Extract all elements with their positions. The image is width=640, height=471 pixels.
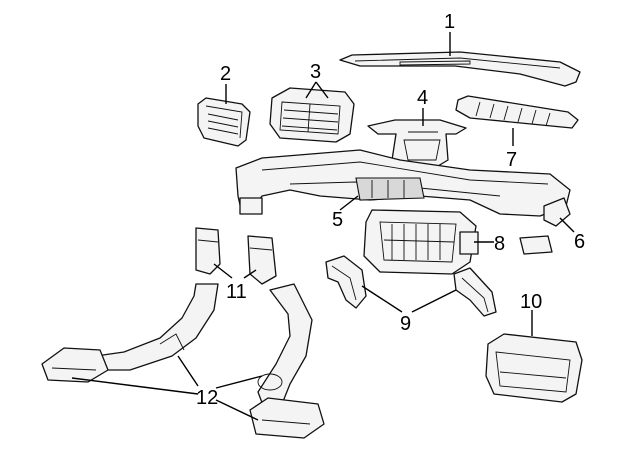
part-11-connectors — [195, 227, 277, 285]
part-10-floor-duct — [485, 333, 583, 403]
part-8-hvac-housing — [363, 209, 479, 275]
callout-4: 4 — [417, 87, 428, 109]
callout-10: 10 — [520, 291, 542, 313]
callout-9: 9 — [400, 313, 411, 335]
part-7-vent-grille — [455, 95, 579, 129]
callout-12: 12 — [196, 387, 218, 409]
part-2-side-vent — [197, 97, 251, 147]
callout-8: 8 — [494, 233, 505, 255]
callout-7: 7 — [506, 149, 517, 171]
part-12-floor-ducts — [41, 283, 325, 439]
main-duct-assembly — [235, 149, 571, 255]
part-9-duct-elbows — [325, 255, 497, 317]
callout-labels: 1 2 3 4 5 6 7 8 9 10 11 12 — [196, 11, 585, 409]
part-4-center-duct — [367, 119, 467, 167]
part-1-defroster-panel — [339, 51, 581, 87]
callout-6: 6 — [574, 231, 585, 253]
callout-11: 11 — [226, 281, 247, 303]
part-3-center-vent — [269, 87, 355, 143]
callout-3: 3 — [310, 61, 321, 83]
callout-1: 1 — [444, 11, 455, 33]
callout-5: 5 — [332, 209, 343, 231]
callout-2: 2 — [220, 63, 231, 85]
leader-lines — [71, 32, 575, 421]
